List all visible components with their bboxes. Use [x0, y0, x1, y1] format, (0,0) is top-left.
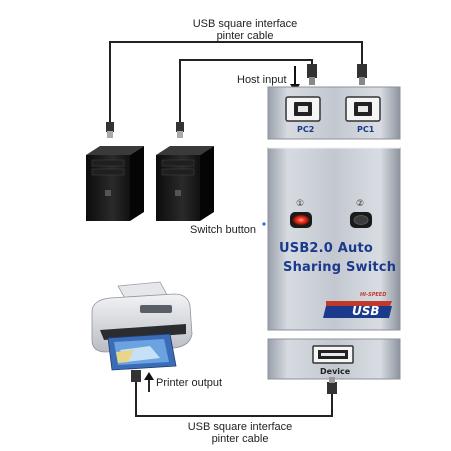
printer-output-arrow: [144, 372, 154, 392]
switch-button-label: Switch button: [190, 224, 257, 236]
usb-plug-device: [327, 377, 337, 394]
usb-plug-printer: [131, 370, 141, 382]
usb-logo: [323, 301, 392, 318]
button-number-1: ①: [296, 199, 305, 209]
computer-tower-left: [86, 146, 144, 221]
switch-button-dot: [262, 222, 266, 226]
top-cable-label: USB square interface pinter cable: [170, 18, 320, 42]
bottom-cable-label: USB square interface pinter cable: [165, 421, 315, 445]
device-port-label: Device: [320, 367, 351, 376]
usb-logo-text: USB: [352, 304, 380, 318]
cable-pc-left: [109, 41, 363, 125]
bottom-cable-label-line2: pinter cable: [211, 433, 269, 445]
top-cable-label-line1: USB square interface: [192, 18, 298, 30]
top-cable-label-line2: pinter cable: [216, 30, 274, 42]
bottom-cable-label-line1: USB square interface: [187, 421, 293, 433]
led-button-2: [350, 212, 372, 228]
usb-a-plug-left: [106, 122, 114, 138]
switch-title-line2: Sharing Switch: [283, 260, 397, 275]
led-button-1: [290, 212, 312, 228]
switch-body: [267, 147, 401, 331]
usb-b-plug-right: [357, 64, 367, 85]
port-label-pc1: PC1: [357, 125, 375, 134]
button-number-2: ②: [356, 199, 365, 209]
usb-logo-subtext: HI-SPEED: [360, 292, 387, 298]
host-input-label: Host input: [237, 74, 287, 86]
usb-a-plug-right: [176, 122, 184, 138]
printer-output-label: Printer output: [156, 377, 223, 389]
printer: [91, 281, 193, 371]
usb-b-plug-left: [307, 64, 317, 85]
computer-tower-right: [156, 146, 214, 221]
switch-title-line1: USB2.0 Auto: [279, 241, 374, 256]
port-label-pc2: PC2: [297, 125, 315, 134]
switch-bottom-block: [267, 338, 401, 380]
cable-printer: [135, 376, 333, 417]
cable-pc-right: [179, 59, 313, 125]
switch-top-block: [267, 86, 401, 140]
